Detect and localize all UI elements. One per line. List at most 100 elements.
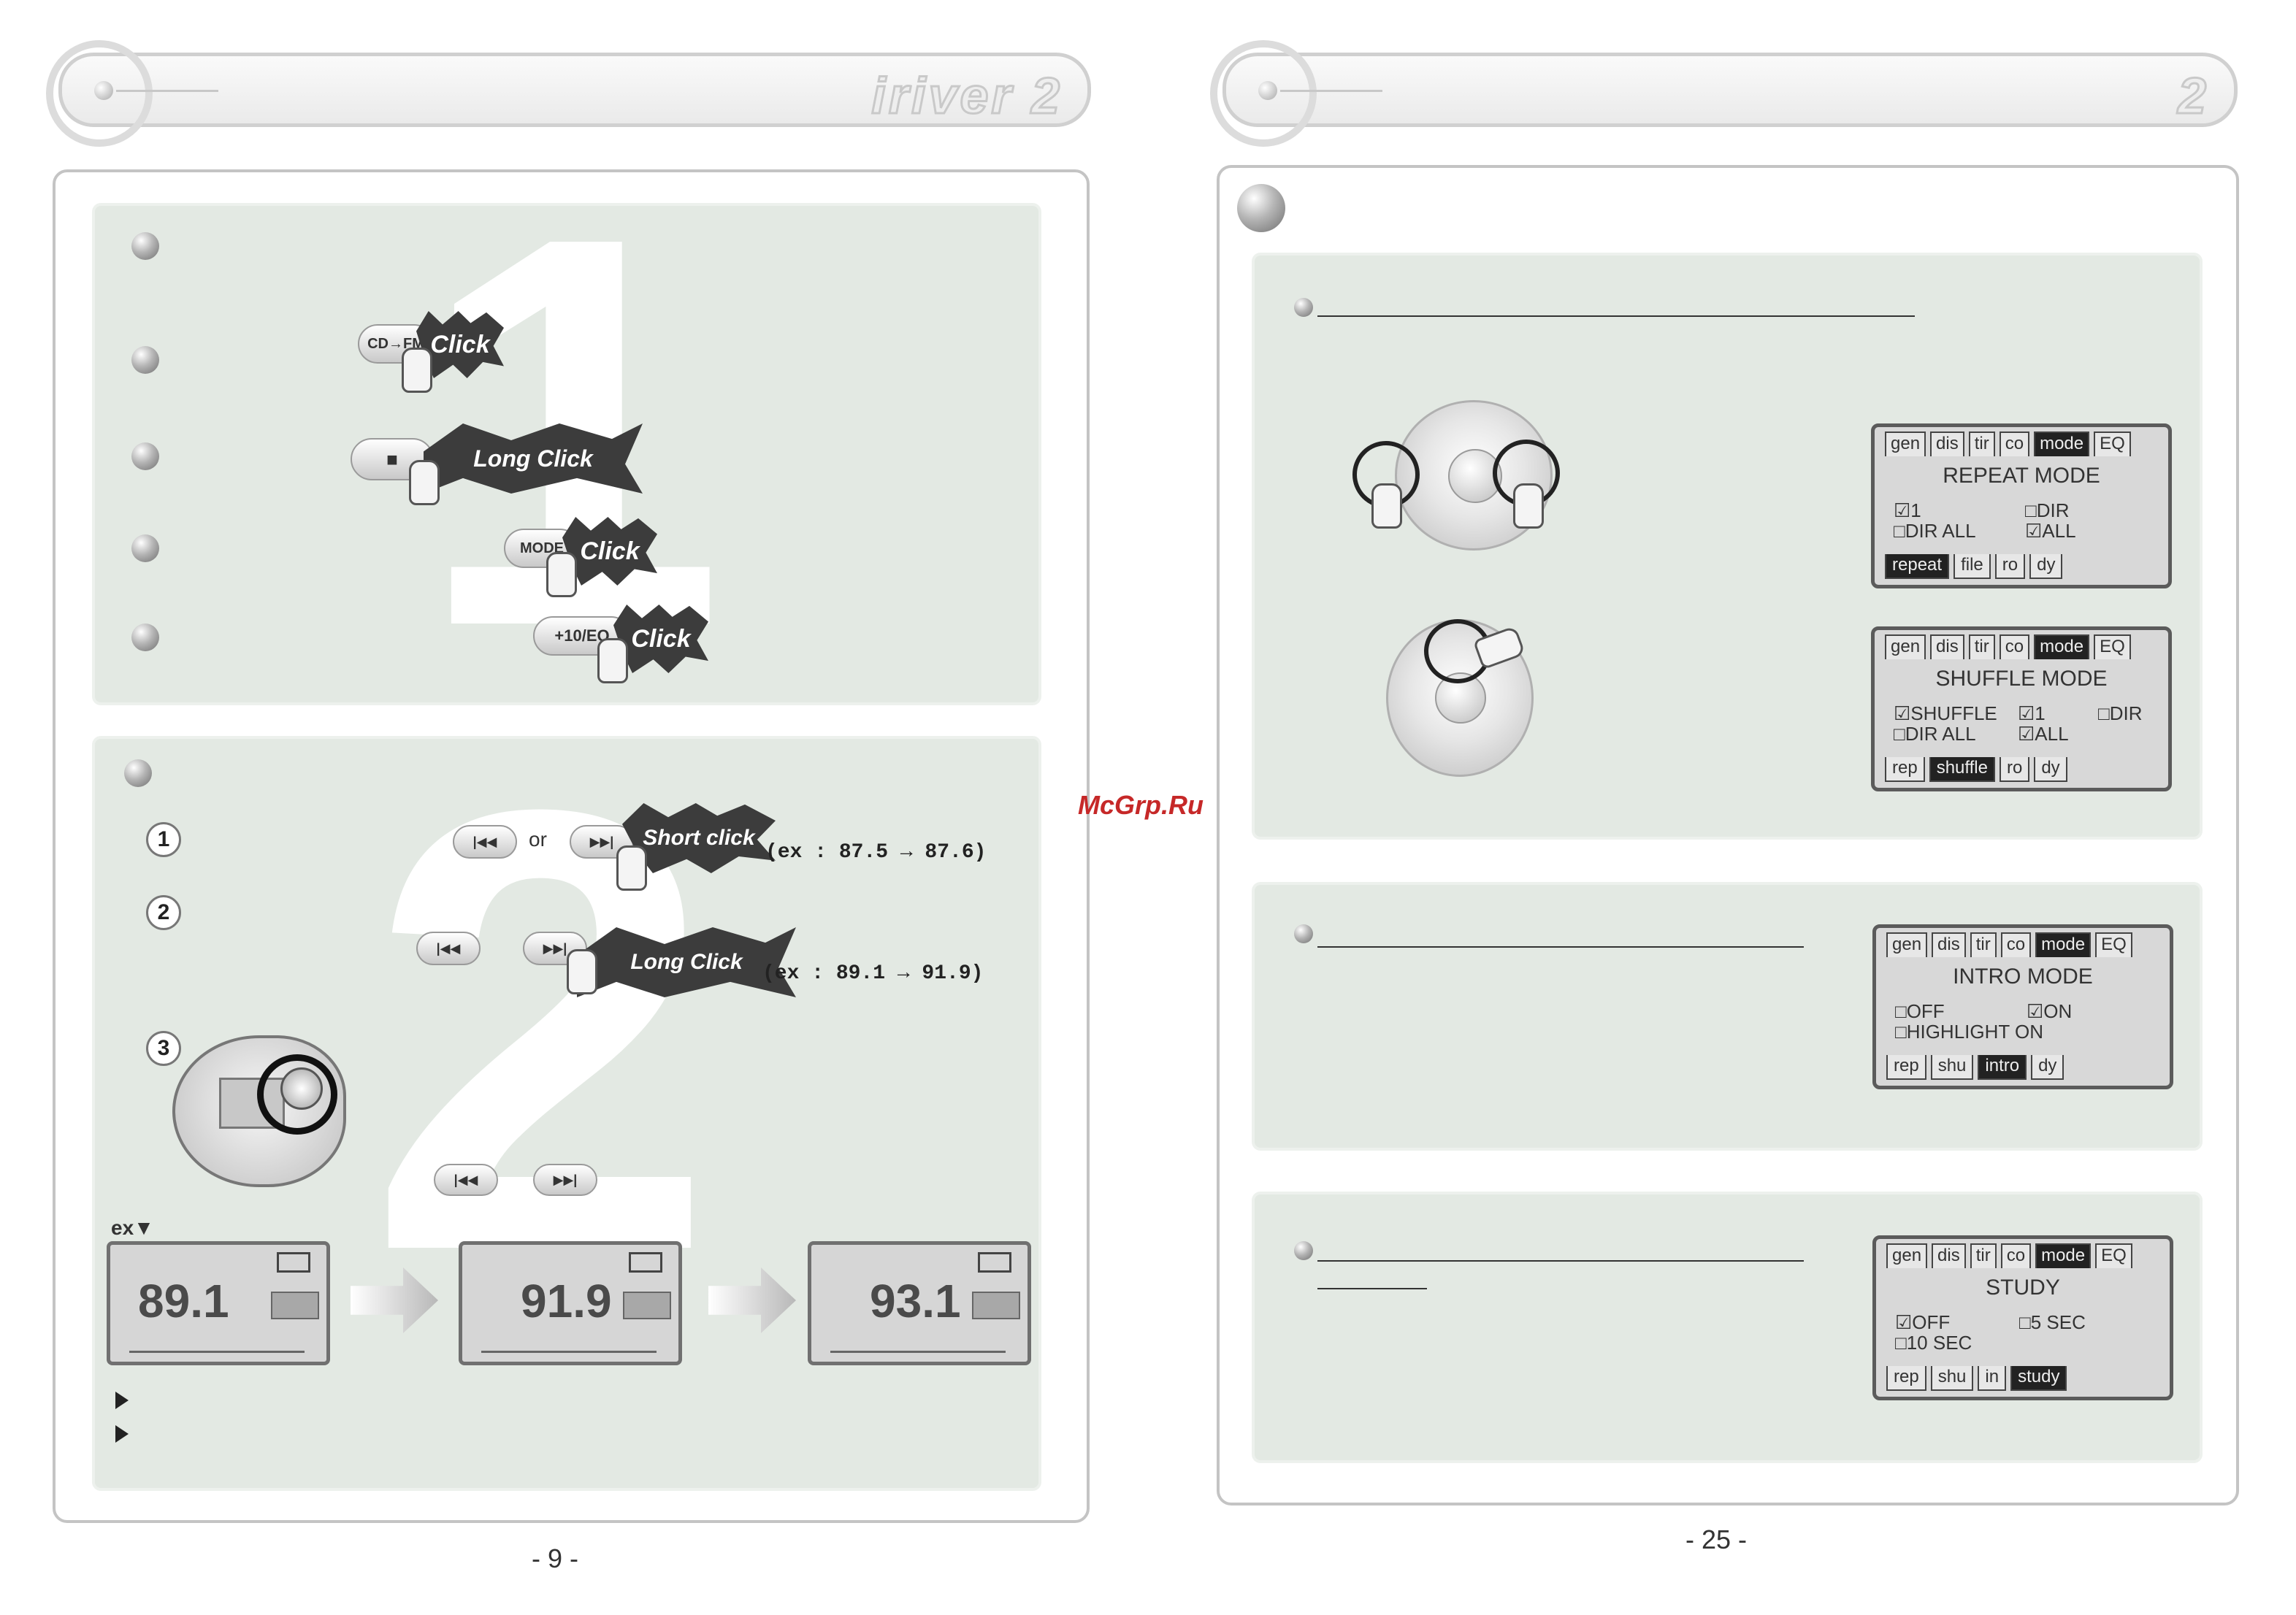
menu-subtab: shu: [1930, 1366, 1974, 1391]
hand-pointer-icon: [546, 552, 577, 597]
header-brand: iriver 2: [870, 66, 1063, 126]
section-ball-icon: [1237, 184, 1285, 232]
bullet-icon: [131, 624, 159, 651]
bullet-icon: [131, 232, 159, 260]
player-device-illustration: [172, 1035, 346, 1187]
page-number: - 9 -: [532, 1543, 579, 1573]
step-1-number: 1: [146, 822, 181, 857]
menu-tab: EQ: [2094, 634, 2131, 659]
menu-tab: EQ: [2095, 932, 2132, 957]
prev-button: |◀◀: [434, 1164, 498, 1196]
hand-pointer-icon: [567, 949, 597, 994]
menu-subtab: shu: [1930, 1055, 1974, 1080]
step-2-number: 2: [146, 895, 181, 930]
menu-tab: EQ: [2095, 1243, 2132, 1268]
or-label: or: [529, 828, 547, 851]
menu-subtab: dy: [2034, 757, 2067, 782]
frequency-display: 91.9: [459, 1241, 682, 1365]
menu-subtab: file: [1953, 554, 1991, 579]
frequency-display: 89.1: [107, 1241, 330, 1365]
menu-subtabs: rep shu intro dy: [1886, 1055, 2111, 1080]
menu-subtab-active: shuffle: [1929, 757, 1995, 782]
click-burst: Click: [613, 605, 708, 673]
bullet-triangle-icon: [115, 1392, 129, 1409]
menu-tab: tir: [1968, 431, 1995, 456]
header-brand: 2: [2177, 66, 2209, 126]
right-page: 2 gen dis tir co mode EQ REPEAT MODE ☑1 …: [1148, 0, 2296, 1615]
page-header: iriver 2: [46, 40, 1091, 147]
step-3-number: 3: [146, 1031, 181, 1066]
display-tag: [972, 1292, 1020, 1319]
menu-title: REPEAT MODE: [1943, 464, 2100, 488]
bullet-icon: [1294, 298, 1313, 317]
shuffle-mode-screen: gen dis tir co mode EQ SHUFFLE MODE ☑SHU…: [1871, 626, 2172, 791]
menu-subtabs: rep shu in study: [1886, 1366, 2111, 1391]
menu-tab: EQ: [2094, 431, 2131, 456]
bullet-icon: [131, 442, 159, 470]
menu-tab: dis: [1932, 932, 1966, 957]
step-2-example: (ex : 89.1 → 91.9): [762, 962, 984, 985]
menu-subtab-active: repeat: [1885, 554, 1950, 579]
menu-title: STUDY: [1986, 1275, 2060, 1300]
menu-tabs: gen dis tir co mode EQ: [1885, 634, 2158, 659]
header-dot-icon: [94, 81, 113, 100]
battery-icon: [978, 1252, 1011, 1273]
menu-subtab-active: intro: [1978, 1055, 2027, 1080]
next-button: ▶▶|: [533, 1164, 597, 1196]
menu-option: ☑SHUFFLE: [1894, 702, 1997, 724]
menu-subtab: dy: [2031, 1055, 2065, 1080]
highlight-ring: [257, 1054, 337, 1135]
menu-subtab: rep: [1885, 757, 1925, 782]
menu-title: SHUFFLE MODE: [1935, 667, 2108, 691]
menu-title: INTRO MODE: [1953, 964, 2093, 989]
hand-pointer-icon: [616, 845, 647, 891]
menu-tab: gen: [1885, 431, 1926, 456]
menu-option: □HIGHLIGHT ON: [1895, 1021, 2044, 1043]
display-tag: [623, 1292, 671, 1319]
menu-tabs: gen dis tir co mode EQ: [1886, 932, 2159, 957]
menu-subtab: dy: [2029, 554, 2063, 579]
frequency-value: 91.9: [521, 1275, 612, 1327]
bullet-icon: [131, 346, 159, 374]
menu-option: □10 SEC: [1895, 1332, 1972, 1354]
menu-subtab: rep: [1886, 1055, 1926, 1080]
menu-option: □5 SEC: [2019, 1311, 2086, 1333]
study-mode-screen: gen dis tir co mode EQ STUDY ☑OFF □5 SEC…: [1872, 1235, 2173, 1400]
menu-option: □DIR: [2025, 499, 2070, 521]
menu-option: ☑OFF: [1895, 1311, 1951, 1333]
menu-subtab-active: study: [2010, 1366, 2067, 1391]
menu-option: □DIR: [2098, 702, 2143, 724]
heading-underline: [1317, 1260, 1804, 1262]
menu-tab: co: [2000, 1243, 2032, 1268]
menu-tab-active: mode: [2034, 431, 2090, 456]
menu-option: ☑ON: [2027, 1000, 2073, 1022]
menu-subtabs: repeat file ro dy: [1885, 554, 2110, 579]
menu-option: □DIR ALL: [1894, 520, 1976, 542]
menu-option: ☑1: [1894, 499, 1921, 521]
menu-option: □OFF: [1895, 1000, 1945, 1022]
frequency-value: 89.1: [138, 1275, 229, 1327]
menu-subtab: in: [1978, 1366, 2007, 1391]
menu-tab: gen: [1886, 1243, 1928, 1268]
repeat-mode-screen: gen dis tir co mode EQ REPEAT MODE ☑1 □D…: [1871, 423, 2172, 588]
menu-subtabs: rep shuffle ro dy: [1885, 757, 2110, 782]
menu-tabs: gen dis tir co mode EQ: [1886, 1243, 2159, 1268]
bullet-icon: [131, 534, 159, 562]
menu-subtab: ro: [1999, 757, 2030, 782]
prev-button: |◀◀: [416, 932, 481, 965]
menu-option: ☑1: [2018, 702, 2046, 724]
bullet-icon: [1294, 1241, 1313, 1260]
header-ring: [46, 40, 153, 147]
header-ring: [1210, 40, 1317, 147]
header-dot-icon: [1258, 81, 1277, 100]
menu-tab: co: [2000, 932, 2032, 957]
battery-icon: [629, 1252, 662, 1273]
bullet-triangle-icon: [115, 1425, 129, 1443]
frequency-display: 93.1: [808, 1241, 1031, 1365]
menu-subtab: ro: [1994, 554, 2026, 579]
heading-underline: [1317, 946, 1804, 948]
menu-tab: dis: [1930, 431, 1964, 456]
menu-tab: dis: [1930, 634, 1964, 659]
display-bar: [129, 1351, 305, 1353]
menu-option: ☑ALL: [2025, 520, 2076, 542]
